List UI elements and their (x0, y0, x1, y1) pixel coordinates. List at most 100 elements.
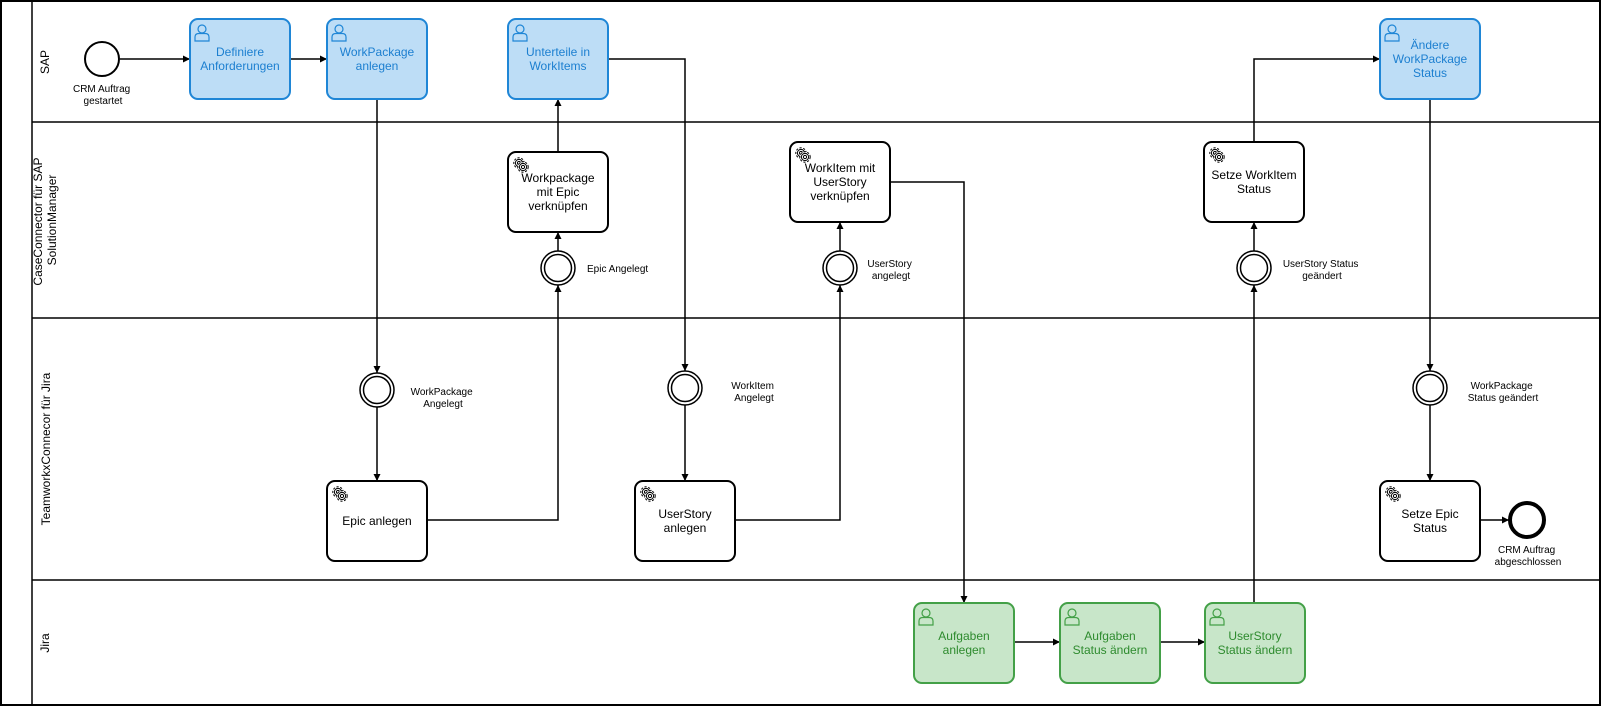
task-box[interactable] (326, 18, 428, 100)
workpackage-status-label-line2: Status geändert (1468, 393, 1539, 404)
start-event[interactable] (84, 41, 120, 77)
end-event[interactable] (1508, 501, 1546, 539)
task-label-line: Aufgaben (1084, 629, 1135, 643)
task-label-line: WorkItems (529, 59, 586, 73)
task-epic-anlegen[interactable]: Epic anlegen (326, 480, 428, 562)
userstory-angelegt-label-line1: UserStory (867, 259, 911, 270)
task-box[interactable] (189, 18, 291, 100)
task-label-line: WorkPackage (1393, 52, 1468, 66)
flow-setze-wi-to-aendere-wp (1253, 55, 1380, 142)
task-label-line: anlegen (664, 521, 707, 535)
task-label-line: Epic anlegen (342, 514, 411, 528)
intermediate-event-workitem-angelegt[interactable] (667, 370, 703, 406)
lane-label-teamworkx: TeamworkxConnecor für Jira (39, 372, 53, 525)
task-label-line: verknüpfen (810, 189, 869, 203)
lane-label-sap: SAP (38, 50, 52, 74)
task-label-line: anlegen (356, 59, 399, 73)
intermediate-event-epic-angelegt[interactable] (540, 250, 576, 286)
task-box[interactable] (634, 480, 736, 562)
task-label-line: Unterteile in (526, 45, 590, 59)
task-box[interactable] (789, 141, 891, 223)
task-box[interactable] (913, 602, 1015, 684)
lane-label-solman-line1: CaseConnector für SAP (31, 158, 45, 286)
workpackage-status-label: WorkPackage Status geändert (1468, 381, 1539, 404)
workpackage-angelegt-label-line1: WorkPackage (411, 387, 474, 398)
userstory-status-label: UserStory Status geändert (1283, 259, 1361, 282)
userstory-angelegt-label: UserStory angelegt (867, 259, 914, 282)
end-event-label: CRM Auftrag abgeschlossen (1495, 545, 1562, 568)
end-event-label-line2: abgeschlossen (1495, 557, 1562, 568)
task-label-line: Ändere (1411, 38, 1450, 52)
userstory-status-label-line2: geändert (1302, 271, 1342, 282)
userstory-angelegt-label-line2: angelegt (872, 271, 911, 282)
intermediate-event-userstory-angelegt[interactable] (822, 250, 858, 286)
task-box[interactable] (1379, 18, 1481, 100)
task-label-line: Status ändern (1218, 643, 1293, 657)
task-label-line: Anforderungen (200, 59, 279, 73)
workpackage-angelegt-label-line2: Angelegt (423, 399, 463, 410)
task-label-line: verknüpfen (528, 199, 587, 213)
workitem-angelegt-label-line1: WorkItem (731, 381, 774, 392)
sequence-flows (120, 55, 1509, 646)
task-box[interactable] (1379, 480, 1481, 562)
lane-label-solman-line2: SolutionManager (45, 175, 59, 266)
flow-epic-anlegen-to-epic-event (427, 285, 562, 521)
task-box[interactable] (507, 18, 609, 100)
intermediate-event-userstory-status[interactable] (1236, 250, 1272, 286)
task-box[interactable] (1059, 602, 1161, 684)
start-event-label-line1: CRM Auftrag (73, 84, 130, 95)
end-event-label-line1: CRM Auftrag (1498, 545, 1555, 556)
task-box[interactable] (507, 151, 609, 233)
task-label-line: mit Epic (537, 185, 580, 199)
userstory-status-label-line1: UserStory Status (1283, 259, 1359, 270)
start-event-label: CRM Auftrag gestartet (73, 84, 133, 107)
task-label-line: Workpackage (521, 171, 594, 185)
task-label-line: Aufgaben (938, 629, 989, 643)
task-box[interactable] (1204, 602, 1306, 684)
task-label: Epic anlegen (342, 514, 411, 528)
flow-unterteile-to-wi-event (608, 58, 689, 371)
task-box[interactable] (1203, 141, 1305, 223)
task-label-line: WorkItem mit (805, 161, 876, 175)
task-label-line: WorkPackage (340, 45, 415, 59)
task-label-line: Setze Epic (1401, 507, 1458, 521)
lane-label-jira: Jira (38, 633, 52, 653)
task-box[interactable] (326, 480, 428, 562)
task-label-line: Status (1413, 521, 1447, 535)
lane-label-solman: CaseConnector für SAP SolutionManager (31, 154, 59, 285)
task-label-line: Status ändern (1073, 643, 1148, 657)
workitem-angelegt-label: WorkItem Angelegt (731, 381, 776, 404)
task-label-line: UserStory (658, 507, 711, 521)
task-label-line: UserStory (1228, 629, 1281, 643)
task-label-line: Definiere (216, 45, 264, 59)
intermediate-event-workpackage-angelegt[interactable] (359, 372, 395, 408)
intermediate-event-workpackage-status[interactable] (1412, 370, 1448, 406)
